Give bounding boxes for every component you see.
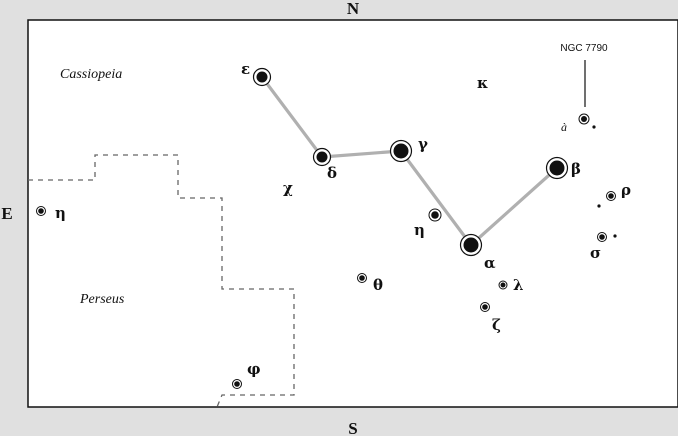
ngc7790-label: NGC 7790	[560, 43, 608, 54]
star-ngc7790	[578, 113, 590, 125]
perseus-label: Perseus	[79, 292, 125, 307]
star-theta	[357, 273, 367, 283]
chart-panel	[27, 19, 678, 408]
label-chi: χ	[283, 179, 293, 197]
star-zeta	[480, 302, 490, 312]
star-eta-cas	[428, 208, 442, 222]
label-zeta: ζ	[492, 316, 501, 334]
faint-star-2	[613, 234, 617, 238]
label-delta: δ	[327, 164, 337, 182]
star-phi	[232, 379, 242, 389]
label-eta-cas: η	[414, 221, 425, 239]
label-epsilon: ε	[241, 60, 250, 78]
south-label: S	[348, 419, 357, 436]
constellation-boundary	[28, 154, 295, 408]
star-alpha	[459, 233, 483, 257]
star-eta-per	[36, 206, 46, 216]
star-gamma	[389, 139, 413, 163]
faint-star-1	[597, 204, 601, 208]
cluster-marker: à	[561, 120, 567, 134]
cassiopeia-label: Cassiopeia	[60, 67, 122, 82]
label-kappa: κ	[477, 74, 488, 92]
label-lambda: λ	[513, 276, 524, 294]
star-sigma	[597, 232, 607, 242]
star-epsilon	[252, 67, 272, 87]
label-eta-per: η	[55, 204, 66, 222]
label-beta: β	[571, 160, 581, 178]
label-phi: φ	[247, 360, 261, 378]
label-gamma: γ	[418, 135, 428, 153]
star-delta	[312, 147, 332, 167]
label-alpha: α	[484, 254, 496, 272]
east-label: E	[1, 204, 12, 223]
north-label: N	[347, 0, 360, 18]
label-rho: ρ	[621, 181, 631, 199]
label-theta: θ	[373, 276, 383, 294]
star-beta	[545, 156, 569, 180]
label-sigma: σ	[590, 244, 601, 262]
star-rho	[606, 191, 616, 201]
cluster-star	[592, 125, 596, 129]
star-lambda	[498, 280, 508, 290]
